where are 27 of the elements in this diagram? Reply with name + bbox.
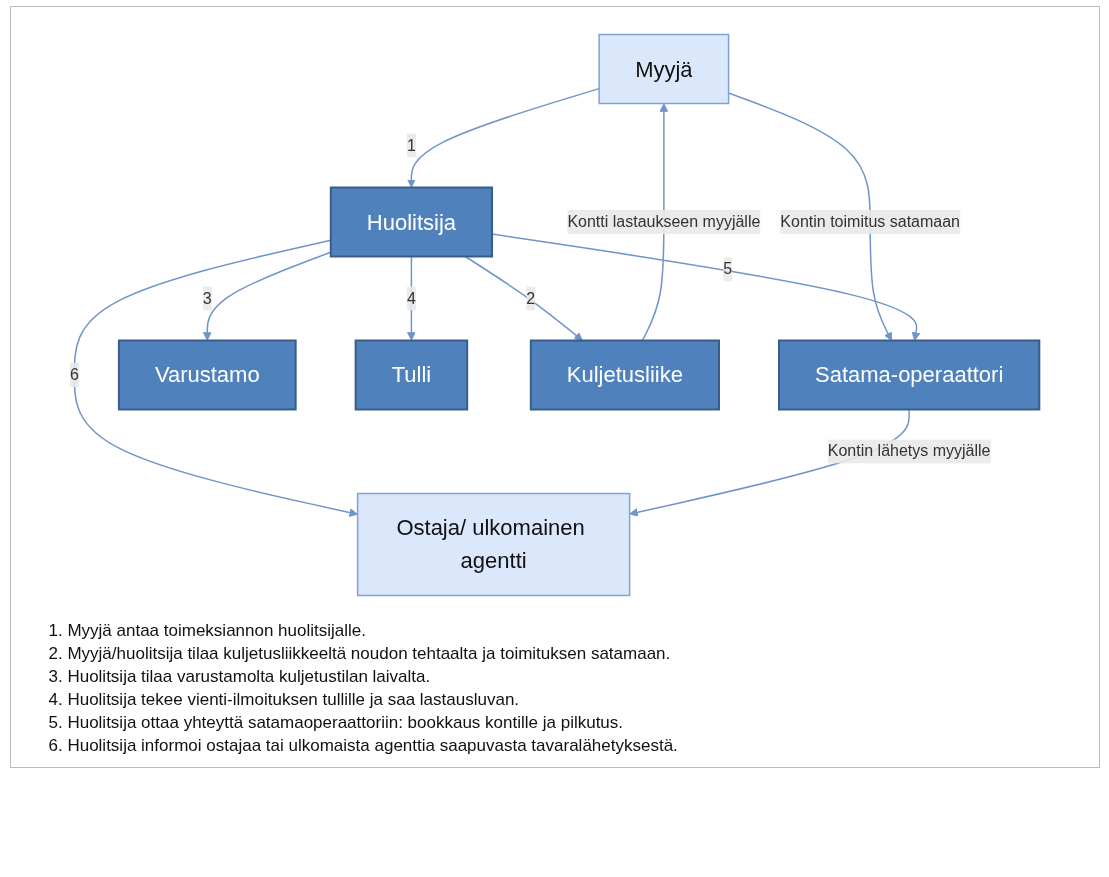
edge-label: Kontin toimitus satamaan	[780, 213, 960, 230]
note-text: 2. Myyjä/huolitsija tilaa kuljetusliikkeeltä noudon tehtaalta ja toimituksen satamaan.	[48, 644, 672, 664]
note-text: 4. Huolitsija tekee vienti-ilmoituksen tullille ja saa lastausluvan.	[48, 690, 521, 710]
edge-label: 4	[406, 289, 416, 307]
edge-label: 2	[526, 289, 536, 307]
edge-label: Kontti lastaukseen myyjälle	[567, 213, 761, 230]
arrow	[464, 255, 583, 341]
arrow	[406, 255, 416, 341]
node-box: Satama-operaattori	[777, 339, 1041, 411]
edge-label: 1	[406, 136, 416, 154]
arrow	[73, 239, 358, 517]
node-box: Huolitsija	[329, 186, 493, 258]
note-text: 1. Myyjä antaa toimeksiannon huolitsijalle.	[48, 621, 367, 641]
note-text: 3. Huolitsija tilaa varustamolta kuljetustilan laivalta.	[48, 667, 432, 687]
node-box: Myyjä	[598, 33, 730, 105]
note-text: 5. Huolitsija ottaa yhteyttä satamaoperaattoriin: bookkaus kontille ja pilkutus.	[48, 713, 625, 733]
arrow	[491, 233, 921, 341]
edge-label: 3	[202, 289, 212, 307]
edge-label: 6	[69, 366, 79, 383]
node-box: Tulli	[354, 339, 469, 411]
note-text: 6. Huolitsija informoi ostajaa tai ulkomaista agenttia saapuvasta tavaralähetyksestä.	[48, 736, 679, 756]
edge-label: 5	[723, 260, 733, 278]
node-box: Kuljetusliike	[529, 339, 720, 411]
arrow	[641, 103, 669, 342]
edge-label: Kontin lähetys myyjälle	[827, 442, 991, 460]
node-box: Ostaja/ ulkomainen agentti	[356, 492, 631, 597]
node-box: Varustamo	[117, 339, 297, 411]
